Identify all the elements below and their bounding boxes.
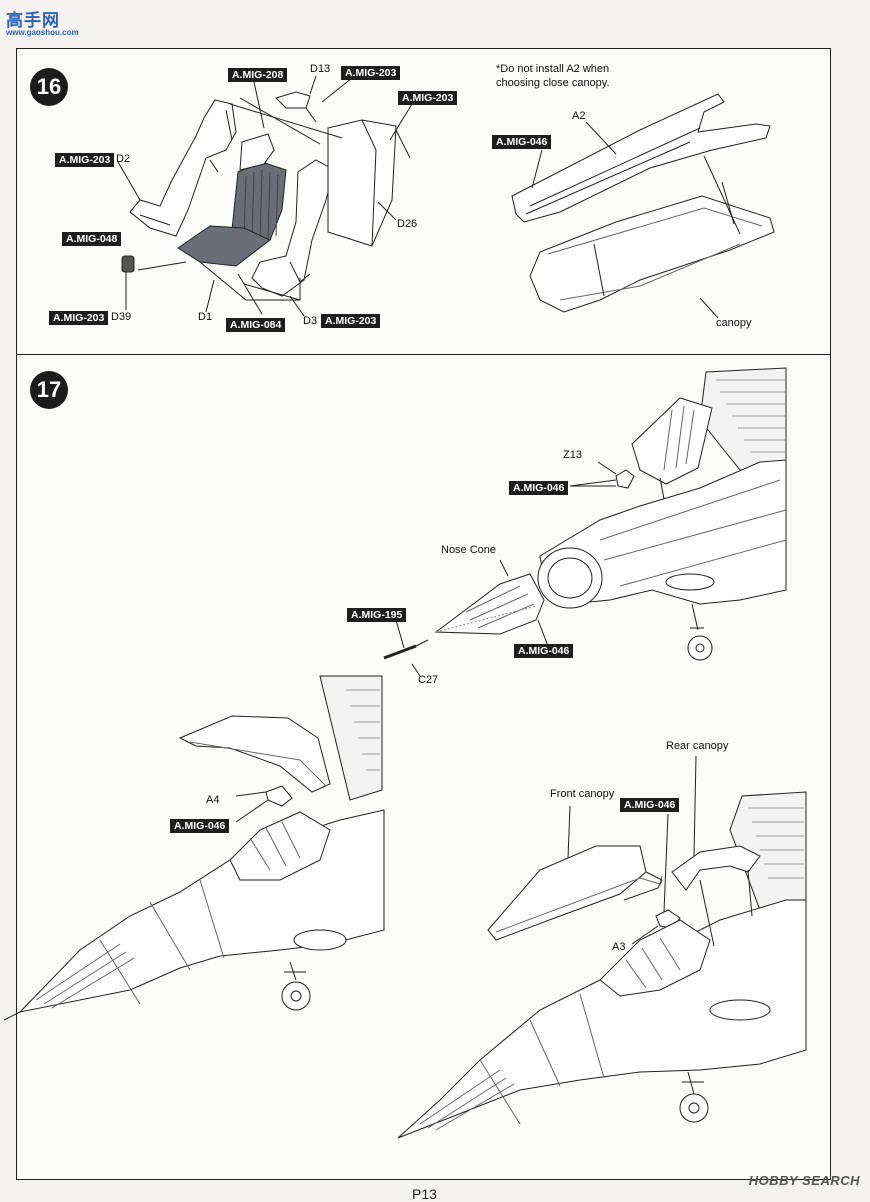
part-d13 [276,92,310,108]
logo-url: www.gaoshou.com [6,28,79,37]
part-d39 [122,256,134,272]
paint-tag-mig-203-e: A.MIG-203 [321,314,381,328]
paint-tag-mig-046-a4: A.MIG-046 [170,819,230,833]
part-c27 [384,646,416,658]
open-canopy-left [180,716,330,792]
logo-text: 高手网 [6,11,60,31]
part-label-a4: A4 [206,794,220,806]
part-label-d3: D3 [303,315,318,327]
part-label-d26: D26 [397,218,418,230]
part-a2-rail [512,94,770,222]
site-logo: 高手网 www.gaoshou.com [6,6,79,40]
part-label-d1: D1 [198,311,213,323]
part-label-canopy: canopy [716,317,752,329]
nose-cone-part [436,574,544,634]
paint-tag-mig-203-b: A.MIG-203 [398,91,458,105]
paint-tag-mig-203-d: A.MIG-203 [49,311,109,325]
paint-tag-mig-084: A.MIG-084 [226,318,286,332]
part-label-rear-canopy: Rear canopy [666,740,729,752]
canopy-outline [530,196,774,312]
part-label-d2: D2 [116,153,131,165]
paint-tag-mig-203-c: A.MIG-203 [55,153,115,167]
part-label-a3: A3 [612,941,626,953]
part-label-d13: D13 [310,63,331,75]
step-17-badge: 17 [30,371,68,409]
part-label-z13: Z13 [563,449,582,461]
rear-canopy-right [672,846,760,890]
paint-tag-mig-203-a: A.MIG-203 [341,66,401,80]
part-label-a2: A2 [572,110,586,122]
paint-tag-mig-046-nose: A.MIG-046 [514,644,574,658]
vertical-stabilizer-left [320,676,382,800]
page-number: P13 [412,1186,437,1202]
part-label-front-canopy: Front canopy [550,788,615,800]
step-16-badge: 16 [30,68,68,106]
part-a4 [266,786,292,806]
paint-tag-mig-046-z13: A.MIG-046 [509,481,569,495]
wing-upper [700,368,786,470]
paint-tag-mig-208: A.MIG-208 [228,68,288,82]
part-label-c27: C27 [418,674,439,686]
part-label-d39: D39 [111,311,132,323]
step-divider [16,354,831,355]
fuselage-left [20,810,384,1012]
ejection-seat-top [632,398,712,484]
install-note: *Do not install A2 when choosing close c… [496,63,610,89]
paint-tag-mig-048: A.MIG-048 [62,232,122,246]
paint-tag-mig-046-a2: A.MIG-046 [492,135,552,149]
part-z13 [616,470,634,488]
headrest [240,134,274,170]
watermark: HOBBY SEARCH [748,1173,860,1188]
paint-tag-mig-046-a3: A.MIG-046 [620,798,680,812]
paint-tag-mig-195: A.MIG-195 [347,608,407,622]
seat-left-rail [130,100,236,236]
part-label-nose-cone: Nose Cone [441,544,497,556]
